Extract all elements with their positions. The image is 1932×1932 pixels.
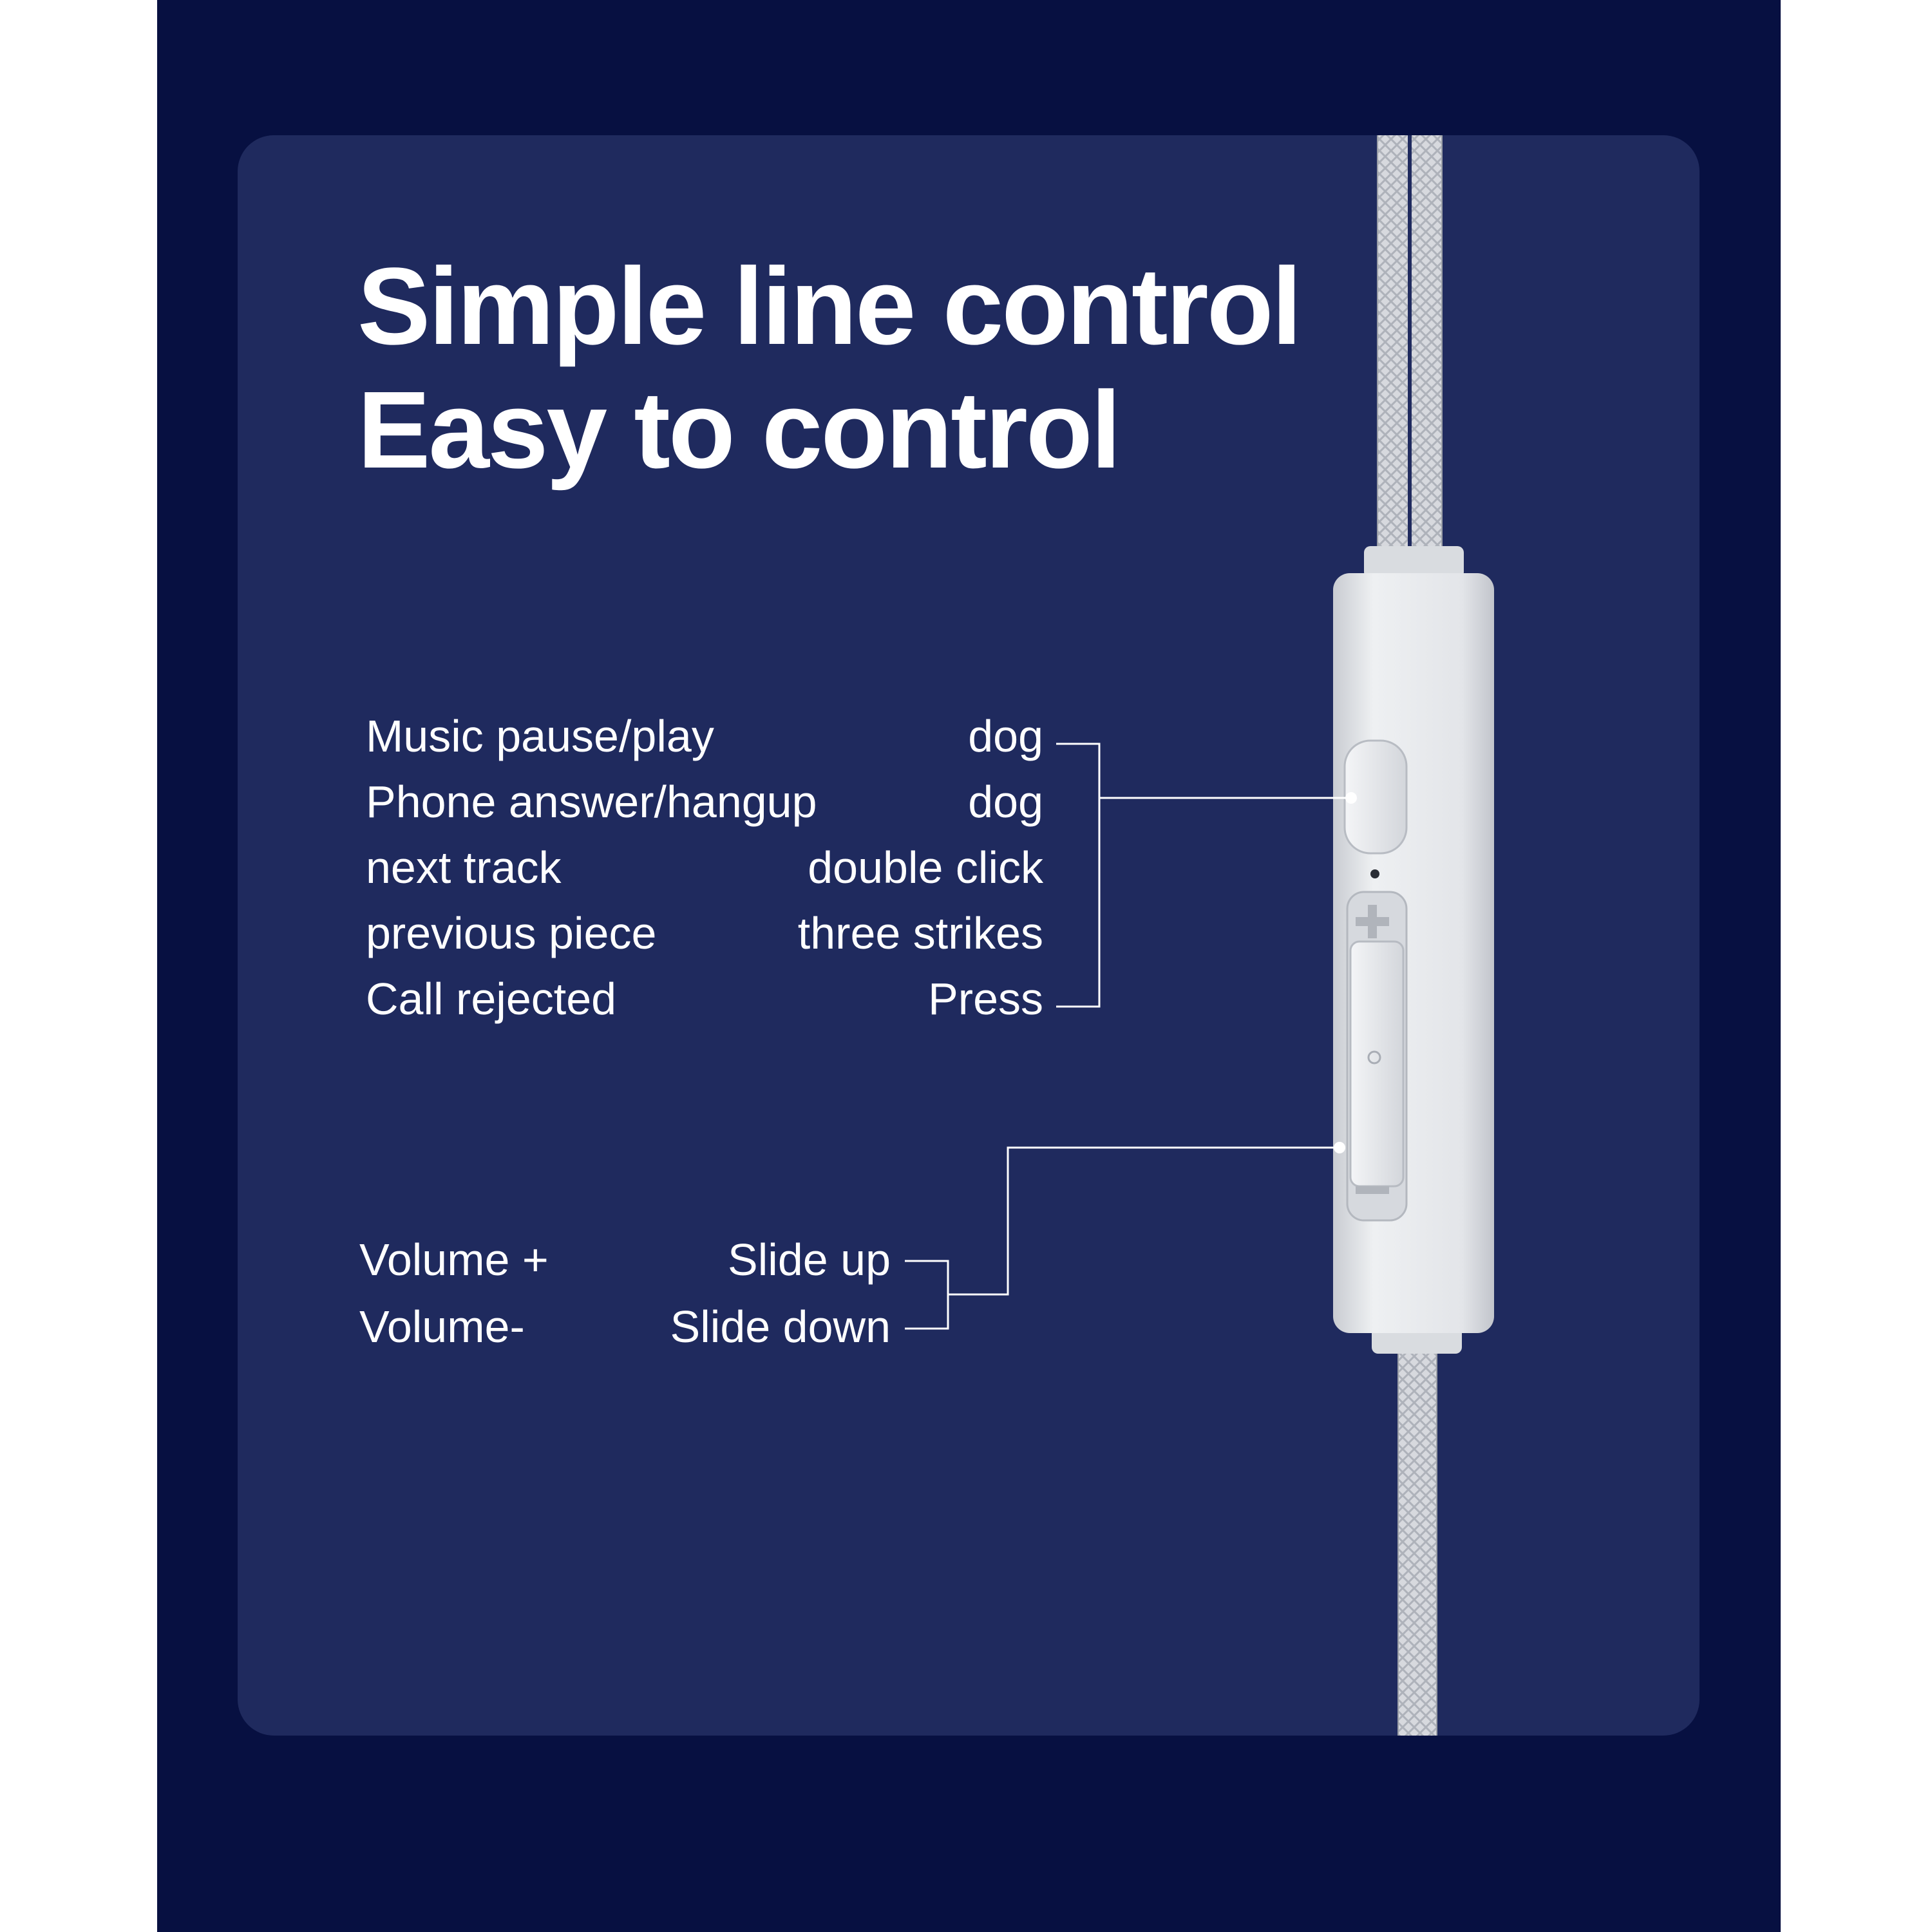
volume-slider-knob <box>1349 940 1405 1188</box>
function-gesture: double click <box>808 842 1043 893</box>
volume-row: Volume- Slide down <box>359 1301 891 1352</box>
headline-line-2: Easy to control <box>357 369 1121 491</box>
plus-icon <box>1356 905 1389 938</box>
button-callout-lines <box>1056 743 1351 1008</box>
function-action: Phone answer/hangup <box>366 777 817 827</box>
function-row: Phone answer/hangup dog <box>366 776 1043 828</box>
function-gesture: dog <box>968 777 1043 827</box>
button-callout-dot <box>1345 792 1357 804</box>
function-action: next track <box>366 842 562 893</box>
volume-row: Volume + Slide up <box>359 1234 891 1285</box>
volume-action: Volume + <box>359 1235 549 1285</box>
function-gesture: Press <box>928 974 1043 1024</box>
minus-icon <box>1356 1186 1389 1194</box>
function-row: next track double click <box>366 842 1043 893</box>
remote-bottom-cap <box>1372 1327 1462 1354</box>
volume-action: Volume- <box>359 1302 525 1352</box>
upper-cable <box>1377 135 1443 554</box>
lower-cable <box>1397 1346 1437 1736</box>
function-gesture: dog <box>968 711 1043 761</box>
function-gesture: three strikes <box>797 908 1043 958</box>
function-row: Call rejected Press <box>366 973 1043 1025</box>
volume-gesture: Slide up <box>728 1235 891 1285</box>
volume-gesture: Slide down <box>670 1302 891 1352</box>
volume-callout-dot <box>1334 1142 1345 1153</box>
headline-line-1: Simple line control <box>357 245 1302 368</box>
function-action: Music pause/play <box>366 711 714 761</box>
function-action: previous piece <box>366 908 657 958</box>
volume-callout-lines <box>905 1146 1340 1330</box>
microphone-hole <box>1370 869 1379 878</box>
remote-top-cap <box>1364 546 1464 578</box>
function-row: Music pause/play dog <box>366 710 1043 762</box>
headline: Simple line control Easy to control <box>357 245 1302 492</box>
function-action: Call rejected <box>366 974 617 1024</box>
function-row: previous piece three strikes <box>366 907 1043 959</box>
